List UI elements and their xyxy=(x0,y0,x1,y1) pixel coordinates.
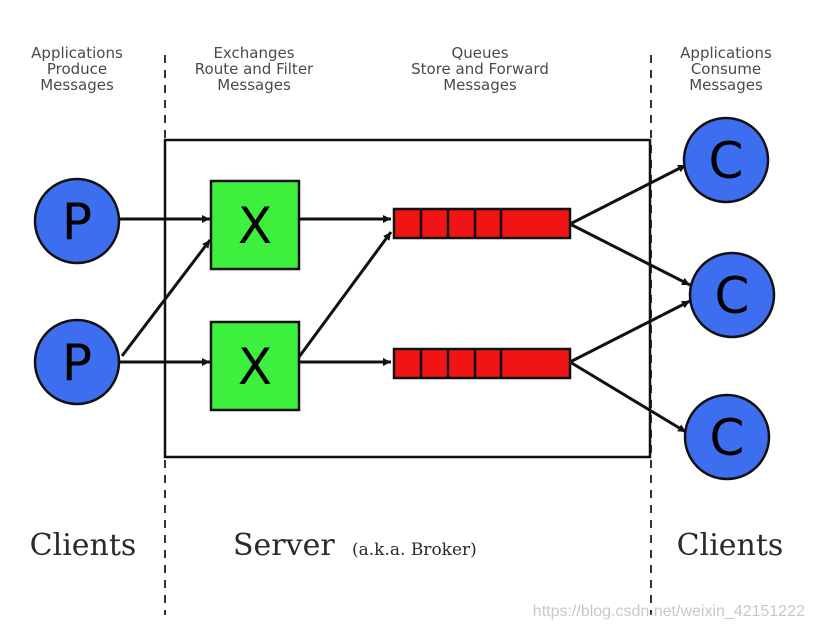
consumer-1: C xyxy=(682,116,770,204)
connections xyxy=(120,163,691,434)
exchange-2-label: X xyxy=(238,338,272,396)
label-clients-right: Clients xyxy=(677,528,784,563)
header-producers: Applications Produce Messages xyxy=(31,44,123,94)
header-consumers-line2: Consume xyxy=(691,60,761,78)
arrow-q2-c3 xyxy=(569,360,687,434)
producer-1-label: P xyxy=(62,193,92,251)
header-exchanges-line2: Route and Filter xyxy=(195,60,314,78)
consumer-3: C xyxy=(683,393,771,481)
header-consumers-line1: Applications xyxy=(680,44,772,62)
queue-2 xyxy=(392,347,572,380)
label-server-sub: (a.k.a. Broker) xyxy=(352,540,477,560)
header-producers-line3: Messages xyxy=(40,76,114,94)
arrow-q1-c1 xyxy=(569,163,687,226)
producer-2-label: P xyxy=(62,334,92,392)
header-producers-line2: Produce xyxy=(47,60,107,78)
exchange-2: X xyxy=(209,320,301,412)
queue-1 xyxy=(392,207,572,240)
header-exchanges: Exchanges Route and Filter Messages xyxy=(195,44,314,94)
arrow-p2-x1 xyxy=(120,239,212,357)
header-consumers-line3: Messages xyxy=(689,76,763,94)
consumer-3-label: C xyxy=(710,409,745,467)
consumer-1-label: C xyxy=(709,132,744,190)
arrow-x2-q1 xyxy=(297,231,393,358)
header-consumers: Applications Consume Messages xyxy=(680,44,772,94)
header-queues: Queues Store and Forward Messages xyxy=(411,44,549,94)
consumer-2: C xyxy=(688,251,776,339)
watermark: https://blog.csdn.net/weixin_42151222 xyxy=(533,603,805,620)
header-exchanges-line1: Exchanges xyxy=(213,44,294,62)
producer-2: P xyxy=(33,318,121,406)
header-queues-line3: Messages xyxy=(443,76,517,94)
arrow-q2-c2 xyxy=(569,299,691,364)
consumer-2-label: C xyxy=(715,267,750,325)
exchange-1: X xyxy=(209,179,301,271)
header-exchanges-line3: Messages xyxy=(217,76,291,94)
header-queues-line2: Store and Forward xyxy=(411,60,549,78)
label-server: Server xyxy=(233,528,335,563)
header-queues-line1: Queues xyxy=(451,44,508,62)
arrow-q1-c2 xyxy=(569,222,691,287)
label-clients-left: Clients xyxy=(30,528,137,563)
exchange-1-label: X xyxy=(238,197,272,255)
header-producers-line1: Applications xyxy=(31,44,123,62)
producer-1: P xyxy=(33,177,121,265)
